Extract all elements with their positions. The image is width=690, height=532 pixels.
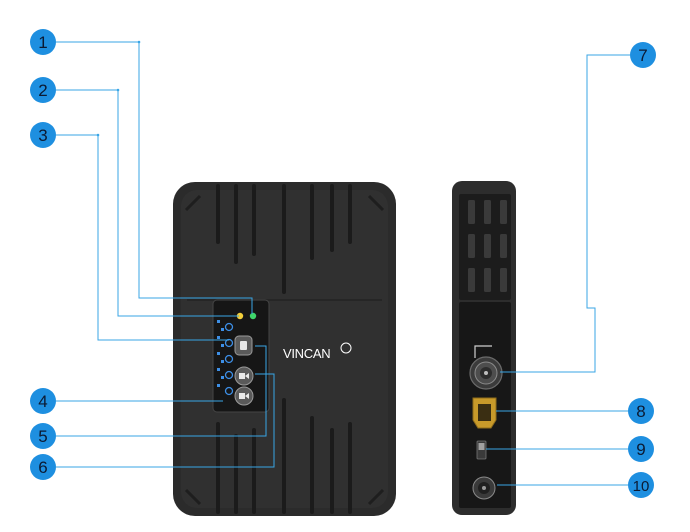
callout-9: 9 xyxy=(628,436,654,462)
svg-text:10: 10 xyxy=(633,478,650,495)
callout-6: 6 xyxy=(30,454,56,480)
antenna-connector-icon xyxy=(469,345,503,390)
svg-text:5: 5 xyxy=(38,427,47,446)
front-device-inner xyxy=(181,190,388,508)
callout-2: 2 xyxy=(30,77,56,103)
svg-text:1: 1 xyxy=(38,33,47,52)
callout-1: 1 xyxy=(30,29,56,55)
callout-8: 8 xyxy=(628,398,654,424)
channel-led-column xyxy=(217,320,234,396)
callout-5: 5 xyxy=(30,423,56,449)
brand-logo: VINCAN xyxy=(283,346,330,361)
svg-text:2: 2 xyxy=(38,81,47,100)
side-device xyxy=(452,181,516,515)
callout-3: 3 xyxy=(30,122,56,148)
callout-7: 7 xyxy=(630,42,656,68)
svg-text:7: 7 xyxy=(638,46,647,65)
dc-power-jack-icon xyxy=(472,476,496,500)
power-switch-icon xyxy=(476,440,487,460)
svg-text:4: 4 xyxy=(38,392,47,411)
control-panel xyxy=(212,299,270,413)
svg-text:6: 6 xyxy=(38,458,47,477)
svg-text:9: 9 xyxy=(636,440,645,459)
led-yellow-icon xyxy=(236,312,244,320)
callout-badges: 1 2 3 4 5 6 7 8 xyxy=(30,29,656,498)
logo-ring-icon xyxy=(340,342,352,354)
front-ridges xyxy=(216,184,352,514)
callout-10: 10 xyxy=(628,472,654,498)
hdmi-port-icon xyxy=(472,397,497,429)
leader-lines xyxy=(56,41,630,486)
callout-4: 4 xyxy=(30,388,56,414)
led-green-icon xyxy=(249,312,257,320)
side-vents xyxy=(468,200,507,292)
leader-dots xyxy=(96,40,141,137)
front-device: VINCAN xyxy=(173,182,396,516)
svg-text:3: 3 xyxy=(38,126,47,145)
svg-text:8: 8 xyxy=(636,402,645,421)
